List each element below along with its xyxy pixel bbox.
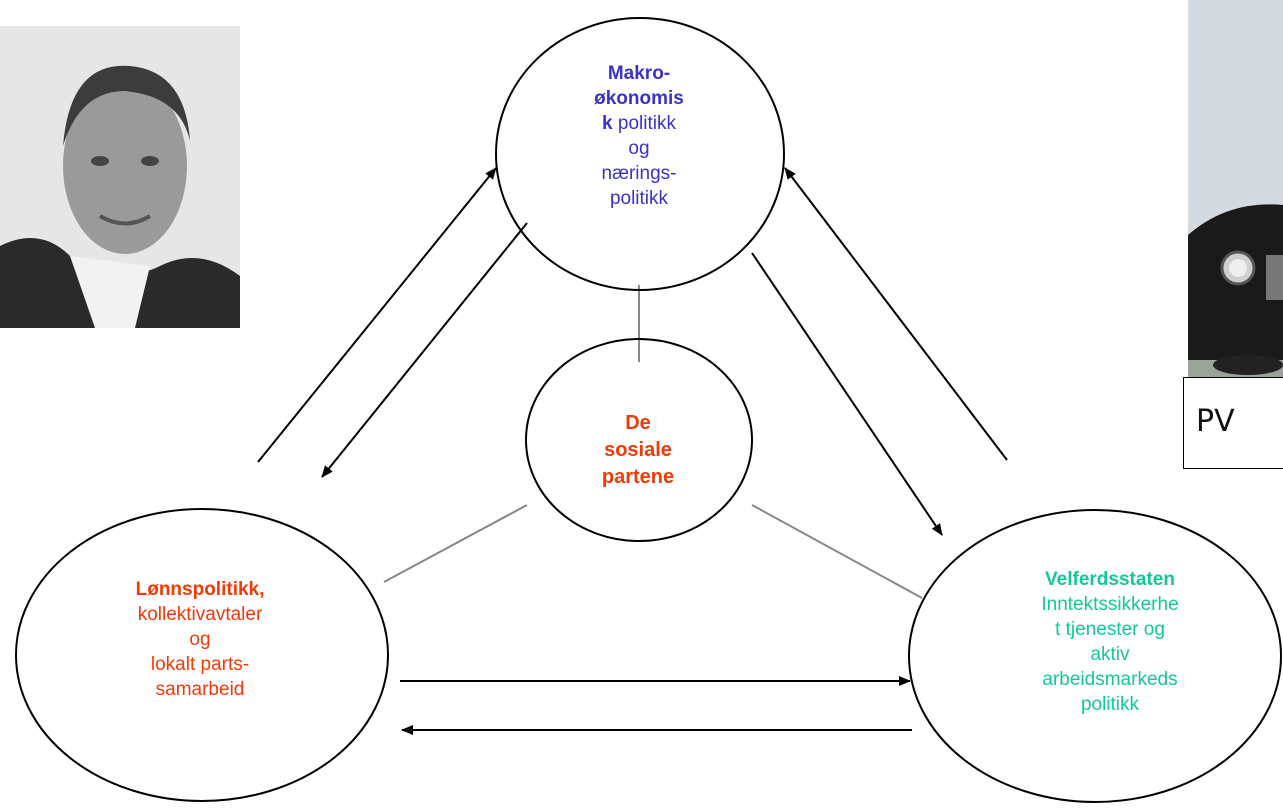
connector-social-wage <box>383 504 528 583</box>
wage-line-4: lokalt parts- <box>150 654 250 675</box>
macro-line-6: politikk <box>609 188 669 209</box>
welfare-line-5: arbeidsmarkeds <box>1042 669 1178 690</box>
car-photo <box>1188 0 1283 377</box>
welfare-line-3: t tjenester og <box>1055 619 1165 640</box>
macro-line-4: og <box>628 138 650 159</box>
wage-line-2: kollektivavtaler <box>137 604 263 625</box>
welfare-node <box>908 509 1282 803</box>
social-node <box>525 338 753 542</box>
macro-node-text: Makro- økonomis k politikk og nærings- p… <box>564 61 714 211</box>
macro-node <box>495 17 785 291</box>
wage-node-text: Lønnspolitikk, kollektivavtaler og lokal… <box>60 577 340 702</box>
arrow-wage-to-macro <box>257 167 497 463</box>
portrait-photo <box>0 26 240 328</box>
wage-node <box>15 508 389 802</box>
connector-social-welfare <box>751 504 923 599</box>
wage-line-3: og <box>189 629 211 650</box>
car-caption: PV <box>1196 404 1235 439</box>
arrow-macro-to-welfare <box>751 252 943 536</box>
social-line-3: partene <box>601 466 675 488</box>
wage-line-1: Lønnspolitikk, <box>135 579 265 600</box>
social-node-text: De sosiale partene <box>558 410 718 491</box>
macro-line-5: nærings- <box>601 163 677 184</box>
car-icon <box>1188 0 1283 377</box>
macro-line-3-rest: politikk <box>612 113 676 134</box>
social-line-1: De <box>625 412 651 434</box>
macro-line-2: økonomis <box>594 88 684 109</box>
social-line-2: sosiale <box>604 439 672 461</box>
portrait-icon <box>0 26 240 328</box>
welfare-node-text: Velferdsstaten Inntektssikkerhe t tjenes… <box>965 567 1255 717</box>
welfare-line-4: aktiv <box>1090 644 1130 665</box>
macro-line-1: Makro- <box>607 63 671 84</box>
welfare-line-2: Inntektssikkerhe <box>1041 594 1179 615</box>
welfare-line-1: Velferdsstaten <box>1045 569 1175 590</box>
macro-line-3-bold: k <box>602 113 613 134</box>
arrow-welfare-to-macro <box>784 167 1008 461</box>
wage-line-5: samarbeid <box>155 679 245 700</box>
welfare-line-6: politikk <box>1080 694 1140 715</box>
arrow-macro-to-wage <box>321 222 528 478</box>
car-caption-box: PV <box>1183 377 1283 469</box>
